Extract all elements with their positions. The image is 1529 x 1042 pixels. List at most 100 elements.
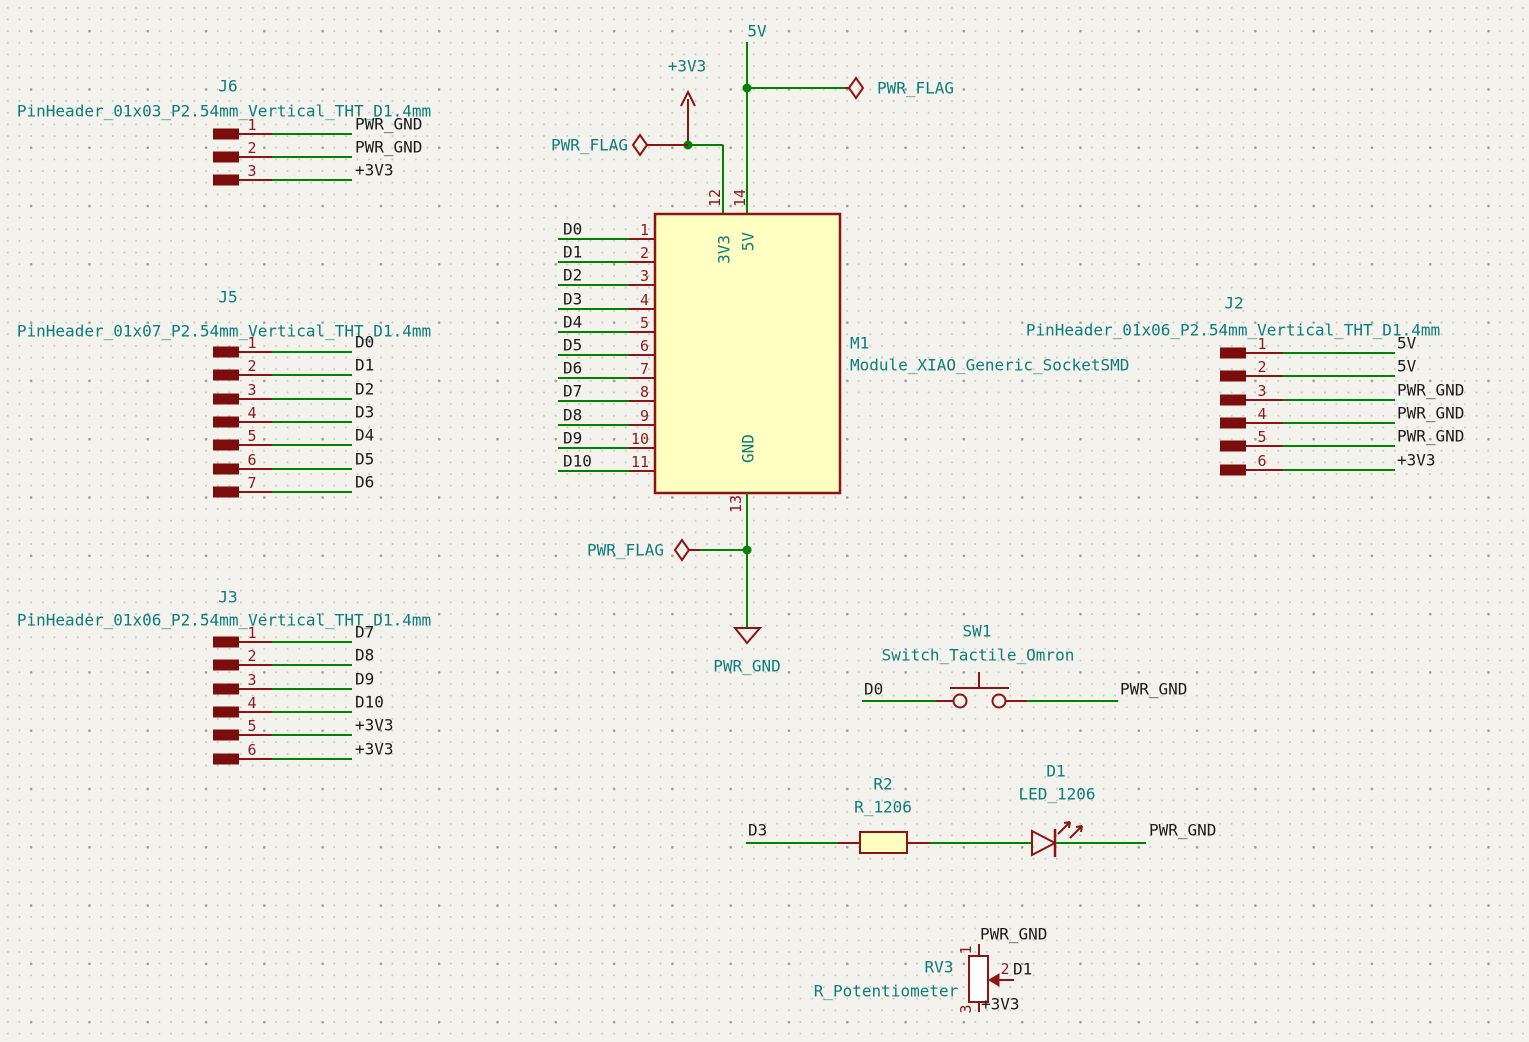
- net-label[interactable]: 5V: [1397, 334, 1417, 353]
- pin-pad[interactable]: [213, 729, 239, 741]
- resistor-value[interactable]: R_1206: [854, 798, 912, 817]
- net-label[interactable]: PWR_GND: [1397, 381, 1464, 400]
- switch-contact-icon[interactable]: [952, 693, 968, 709]
- pin-pad[interactable]: [213, 416, 239, 428]
- switch-value[interactable]: Switch_Tactile_Omron: [882, 646, 1075, 665]
- pin-pad[interactable]: [213, 486, 239, 498]
- pin-pad[interactable]: [213, 636, 239, 648]
- pin-pad[interactable]: [213, 659, 239, 671]
- led-circuit[interactable]: D3 R2 R_1206 D1 LED_1206 PWR_GND: [746, 762, 1216, 858]
- net-label-pwr-gnd[interactable]: PWR_GND: [980, 925, 1047, 944]
- connector-value[interactable]: PinHeader_01x06_P2.54mm_Vertical_THT_D1.…: [1026, 321, 1440, 340]
- net-label[interactable]: D1: [563, 243, 582, 262]
- pin-pad[interactable]: [1220, 417, 1246, 429]
- switch-contact-icon[interactable]: [991, 693, 1007, 709]
- net-label[interactable]: +3V3: [1397, 451, 1436, 470]
- net-label[interactable]: D1: [355, 356, 374, 375]
- pin-pad[interactable]: [1220, 464, 1246, 476]
- pwr-flag-icon[interactable]: [631, 133, 649, 157]
- pin-pad[interactable]: [213, 463, 239, 475]
- switch-reference[interactable]: SW1: [963, 622, 992, 641]
- module-value[interactable]: Module_XIAO_Generic_SocketSMD: [850, 356, 1129, 375]
- pwr-flag-icon[interactable]: [847, 76, 865, 100]
- pin-pad[interactable]: [213, 151, 239, 163]
- pot-reference[interactable]: RV3: [925, 958, 954, 977]
- net-label-d1[interactable]: D1: [1013, 960, 1032, 979]
- potentiometer-rv3[interactable]: PWR_GND 1 2 D1 RV3 R_Potentiometer 3 +3V…: [814, 925, 1048, 1014]
- power-label-5v[interactable]: 5V: [747, 22, 767, 41]
- net-label[interactable]: D9: [355, 670, 374, 689]
- net-label[interactable]: D6: [563, 359, 582, 378]
- net-label[interactable]: D3: [355, 403, 374, 422]
- net-label[interactable]: D0: [563, 220, 582, 239]
- connector-reference[interactable]: J3: [218, 588, 237, 607]
- pin-pad[interactable]: [213, 439, 239, 451]
- power-label-3v3[interactable]: +3V3: [668, 57, 707, 76]
- net-label[interactable]: D10: [563, 452, 592, 471]
- connector-value[interactable]: PinHeader_01x07_P2.54mm_Vertical_THT_D1.…: [17, 322, 431, 341]
- pin-pad[interactable]: [213, 393, 239, 405]
- pin-pad[interactable]: [213, 174, 239, 186]
- resistor-body[interactable]: [859, 831, 908, 854]
- connector-j6[interactable]: J6PinHeader_01x03_P2.54mm_Vertical_THT_D…: [17, 77, 431, 186]
- pin-pad[interactable]: [213, 706, 239, 718]
- module-body[interactable]: [653, 212, 842, 495]
- connector-reference[interactable]: J5: [218, 288, 237, 307]
- net-label[interactable]: +3V3: [355, 740, 394, 759]
- resistor-reference[interactable]: R2: [873, 775, 892, 794]
- pin-pad[interactable]: [1220, 370, 1246, 382]
- net-label[interactable]: D3: [563, 290, 582, 309]
- led-triangle-icon[interactable]: [1031, 829, 1058, 857]
- net-label[interactable]: +3V3: [355, 716, 394, 735]
- net-label[interactable]: D2: [563, 266, 582, 285]
- net-label-d0[interactable]: D0: [864, 680, 883, 699]
- connector-value[interactable]: PinHeader_01x03_P2.54mm_Vertical_THT_D1.…: [17, 102, 431, 121]
- net-label[interactable]: +3V3: [355, 161, 394, 180]
- module-m1[interactable]: 5V PWR_FLAG +3V3 PWR_FLAG 12 14 3V3 5V 1…: [551, 22, 1129, 676]
- connector-reference[interactable]: J2: [1224, 294, 1243, 313]
- net-label[interactable]: D9: [563, 429, 582, 448]
- net-label-3v3[interactable]: +3V3: [981, 995, 1020, 1014]
- net-label[interactable]: PWR_GND: [355, 115, 422, 134]
- net-label[interactable]: D4: [563, 313, 582, 332]
- pin-pad[interactable]: [1220, 394, 1246, 406]
- net-label[interactable]: PWR_GND: [355, 138, 422, 157]
- net-label[interactable]: D0: [355, 333, 374, 352]
- pwr-flag-label-top-left[interactable]: PWR_FLAG: [551, 136, 628, 155]
- connector-reference[interactable]: J6: [218, 77, 237, 96]
- net-label[interactable]: D8: [563, 406, 582, 425]
- net-label[interactable]: D10: [355, 693, 384, 712]
- pwr-flag-label-top-right[interactable]: PWR_FLAG: [877, 79, 954, 98]
- power-label-pwr-gnd[interactable]: PWR_GND: [713, 657, 780, 676]
- led-value[interactable]: LED_1206: [1018, 785, 1095, 804]
- connector-value[interactable]: PinHeader_01x06_P2.54mm_Vertical_THT_D1.…: [17, 611, 431, 630]
- pin-pad[interactable]: [213, 128, 239, 140]
- net-label-pwr-gnd[interactable]: PWR_GND: [1149, 821, 1216, 840]
- pin-pad[interactable]: [213, 683, 239, 695]
- connector-j3[interactable]: J3PinHeader_01x06_P2.54mm_Vertical_THT_D…: [17, 588, 431, 765]
- connector-j2[interactable]: J2PinHeader_01x06_P2.54mm_Vertical_THT_D…: [1026, 294, 1465, 476]
- pwr-flag-icon[interactable]: [673, 538, 691, 562]
- pwr-flag-label-bottom[interactable]: PWR_FLAG: [587, 541, 664, 560]
- net-label[interactable]: D5: [355, 450, 374, 469]
- net-label[interactable]: PWR_GND: [1397, 404, 1464, 423]
- net-label[interactable]: D8: [355, 646, 374, 665]
- net-label[interactable]: D5: [563, 336, 582, 355]
- module-reference[interactable]: M1: [850, 334, 869, 353]
- led-reference[interactable]: D1: [1046, 762, 1065, 781]
- net-label[interactable]: D7: [355, 623, 374, 642]
- pin-pad[interactable]: [213, 369, 239, 381]
- connector-j5[interactable]: J5PinHeader_01x07_P2.54mm_Vertical_THT_D…: [17, 288, 431, 498]
- pot-value[interactable]: R_Potentiometer: [814, 982, 959, 1001]
- net-label-d3[interactable]: D3: [748, 821, 767, 840]
- pin-pad[interactable]: [213, 753, 239, 765]
- net-label[interactable]: D6: [355, 473, 374, 492]
- net-label[interactable]: D7: [563, 382, 582, 401]
- net-label[interactable]: PWR_GND: [1397, 427, 1464, 446]
- pin-pad[interactable]: [213, 346, 239, 358]
- pin-pad[interactable]: [1220, 440, 1246, 452]
- ground-symbol-icon[interactable]: [732, 627, 763, 645]
- switch-sw1[interactable]: SW1 Switch_Tactile_Omron D0 PWR_GND: [862, 622, 1187, 709]
- pin-pad[interactable]: [1220, 347, 1246, 359]
